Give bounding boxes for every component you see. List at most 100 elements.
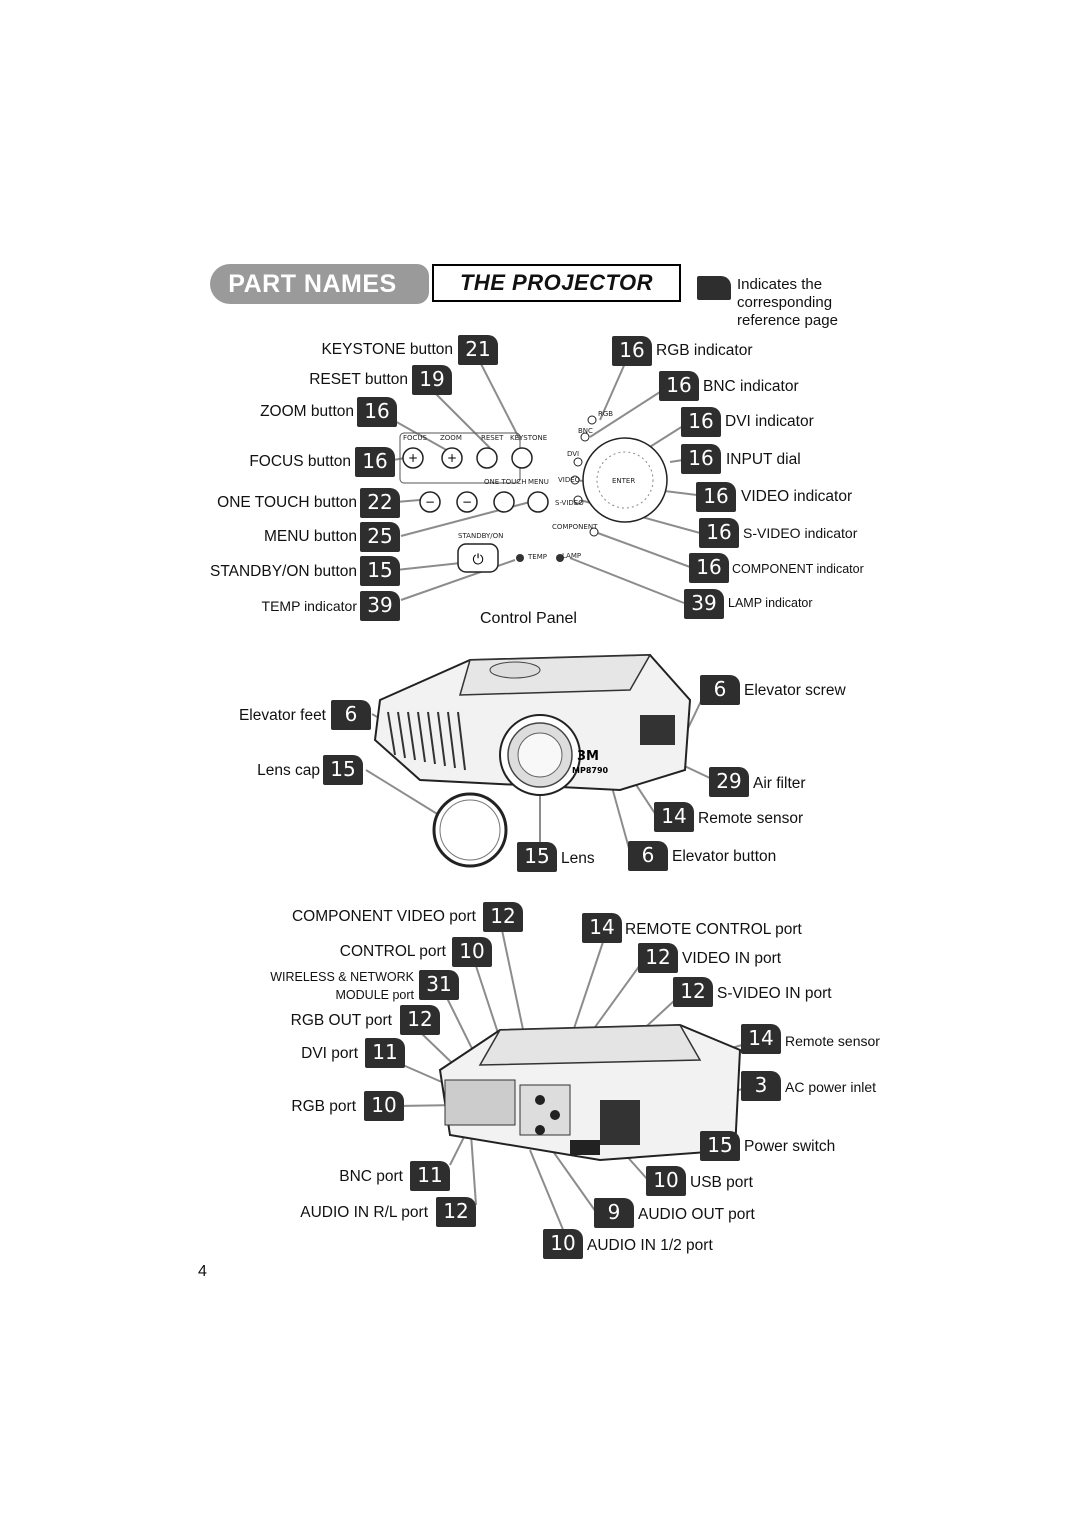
- label-rgb-indicator: RGB indicator: [656, 342, 753, 359]
- page-badge: 10: [452, 937, 492, 967]
- page-badge: 29: [709, 767, 749, 797]
- page-badge: 6: [331, 700, 371, 730]
- cp-reset-text: RESET: [481, 434, 504, 442]
- page-badge: 16: [659, 371, 699, 401]
- page-badge: 6: [700, 675, 740, 705]
- page-number: 4: [198, 1263, 207, 1280]
- label-onetouch-button: ONE TOUCH button: [217, 494, 357, 511]
- label-wireless-network: WIRELESS & NETWORK: [270, 970, 414, 984]
- label-svideo-in-port: S-VIDEO IN port: [717, 985, 832, 1002]
- label-dvi-indicator: DVI indicator: [725, 413, 814, 430]
- label-air-filter: Air filter: [753, 775, 806, 792]
- label-rgb-out-port: RGB OUT port: [290, 1012, 392, 1029]
- page-badge: 15: [323, 755, 363, 785]
- cp-temp-text: TEMP: [528, 553, 547, 561]
- svg-text:⏻: ⏻: [472, 552, 483, 568]
- page-badge: 10: [646, 1166, 686, 1196]
- reference-note: Indicates the corresponding reference pa…: [737, 276, 838, 329]
- svg-text:+: +: [447, 451, 457, 465]
- subtitle-box: THE PROJECTOR: [432, 264, 681, 302]
- page-badge: 15: [360, 556, 400, 586]
- page-badge: 12: [483, 902, 523, 932]
- page-badge: 16: [689, 553, 729, 583]
- cp-enter-text: ENTER: [612, 477, 636, 485]
- page-badge: 16: [357, 397, 397, 427]
- page-badge: 39: [360, 591, 400, 621]
- label-elevator-feet: Elevator feet: [238, 707, 326, 724]
- page-badge: 19: [412, 365, 452, 395]
- page-badge: 16: [355, 447, 395, 477]
- reference-book-icon: [697, 276, 731, 300]
- page-badge: 6: [628, 841, 668, 871]
- brand-text: 3M: [577, 749, 599, 764]
- label-audio-in-rl-port: AUDIO IN R/L port: [300, 1204, 428, 1221]
- projector-rear-drawing: [438, 1023, 742, 1162]
- label-video-indicator: VIDEO indicator: [741, 488, 853, 505]
- cp-video-text: VIDEO: [558, 476, 581, 484]
- page-badge: 12: [673, 977, 713, 1007]
- label-audio-out-port: AUDIO OUT port: [638, 1206, 755, 1223]
- label-usb-port: USB port: [690, 1174, 753, 1191]
- model-text: MP8790: [572, 766, 609, 775]
- page-badge: 16: [612, 336, 652, 366]
- cp-dvi-text: DVI: [567, 450, 580, 458]
- cp-component-text: COMPONENT: [552, 523, 598, 531]
- label-component-video-port: COMPONENT VIDEO port: [291, 908, 476, 925]
- page-badge: 11: [410, 1161, 450, 1191]
- label-standby-button: STANDBY/ON button: [209, 563, 357, 580]
- section-title: PART NAMES: [210, 264, 429, 304]
- cp-lamp-text: LAMP: [562, 552, 582, 560]
- label-remote-sensor-front: Remote sensor: [698, 810, 804, 827]
- cp-menu-text: MENU: [528, 478, 549, 486]
- svg-text:−: −: [462, 495, 472, 509]
- cp-keystone-text: KEYSTONE: [510, 434, 548, 442]
- label-module-port: MODULE port: [335, 988, 415, 1002]
- label-dvi-port: DVI port: [301, 1045, 358, 1062]
- label-lens-cap: Lens cap: [257, 762, 320, 779]
- label-elevator-screw: Elevator screw: [744, 682, 846, 699]
- label-component-indicator: COMPONENT indicator: [732, 562, 864, 576]
- page-badge: 10: [543, 1229, 583, 1259]
- page-badge: 10: [364, 1091, 404, 1121]
- page-badge: 16: [699, 518, 739, 548]
- label-ac-power-inlet: AC power inlet: [785, 1079, 877, 1095]
- label-menu-button: MENU button: [263, 528, 357, 545]
- page-badge: 25: [360, 522, 400, 552]
- page-badge: 31: [419, 970, 459, 1000]
- page-badge: 15: [700, 1131, 740, 1161]
- label-temp-indicator: TEMP indicator: [261, 598, 357, 614]
- label-control-port: CONTROL port: [339, 943, 446, 960]
- cp-rgb-text: RGB: [598, 410, 614, 418]
- svg-text:−: −: [425, 495, 435, 509]
- label-bnc-indicator: BNC indicator: [703, 378, 799, 395]
- label-input-dial: INPUT dial: [726, 451, 801, 468]
- page-badge: 12: [436, 1197, 476, 1227]
- control-panel-caption: Control Panel: [480, 610, 577, 627]
- page-badge: 15: [517, 842, 557, 872]
- cp-bnc-text: BNC: [578, 427, 593, 435]
- label-focus-button: FOCUS button: [249, 453, 351, 470]
- cp-standby-text: STANDBY/ON: [458, 532, 504, 540]
- label-remote-control-port: REMOTE CONTROL port: [625, 921, 802, 938]
- cp-focus-text: FOCUS: [403, 434, 427, 442]
- page-badge: 21: [458, 335, 498, 365]
- page-badge: 9: [594, 1198, 634, 1228]
- label-reset-button: RESET button: [309, 371, 408, 388]
- page-badge: 3: [741, 1071, 781, 1101]
- page-badge: 22: [360, 488, 400, 518]
- label-audio-in-12-port: AUDIO IN 1/2 port: [587, 1237, 713, 1254]
- label-keystone-button: KEYSTONE button: [321, 341, 453, 358]
- label-elevator-button: Elevator button: [672, 848, 777, 865]
- label-remote-sensor-rear: Remote sensor: [785, 1033, 880, 1049]
- svg-text:+: +: [408, 451, 418, 465]
- page-badge: 16: [696, 482, 736, 512]
- projector-front-drawing: [373, 653, 692, 868]
- cp-svideo-text: S-VIDEO: [555, 499, 584, 507]
- label-rgb-port: RGB port: [291, 1098, 356, 1115]
- page-badge: 16: [681, 444, 721, 474]
- label-video-in-port: VIDEO IN port: [682, 950, 782, 967]
- label-power-switch: Power switch: [744, 1138, 836, 1155]
- cp-zoom-text: ZOOM: [440, 434, 462, 442]
- page-badge: 14: [582, 913, 622, 943]
